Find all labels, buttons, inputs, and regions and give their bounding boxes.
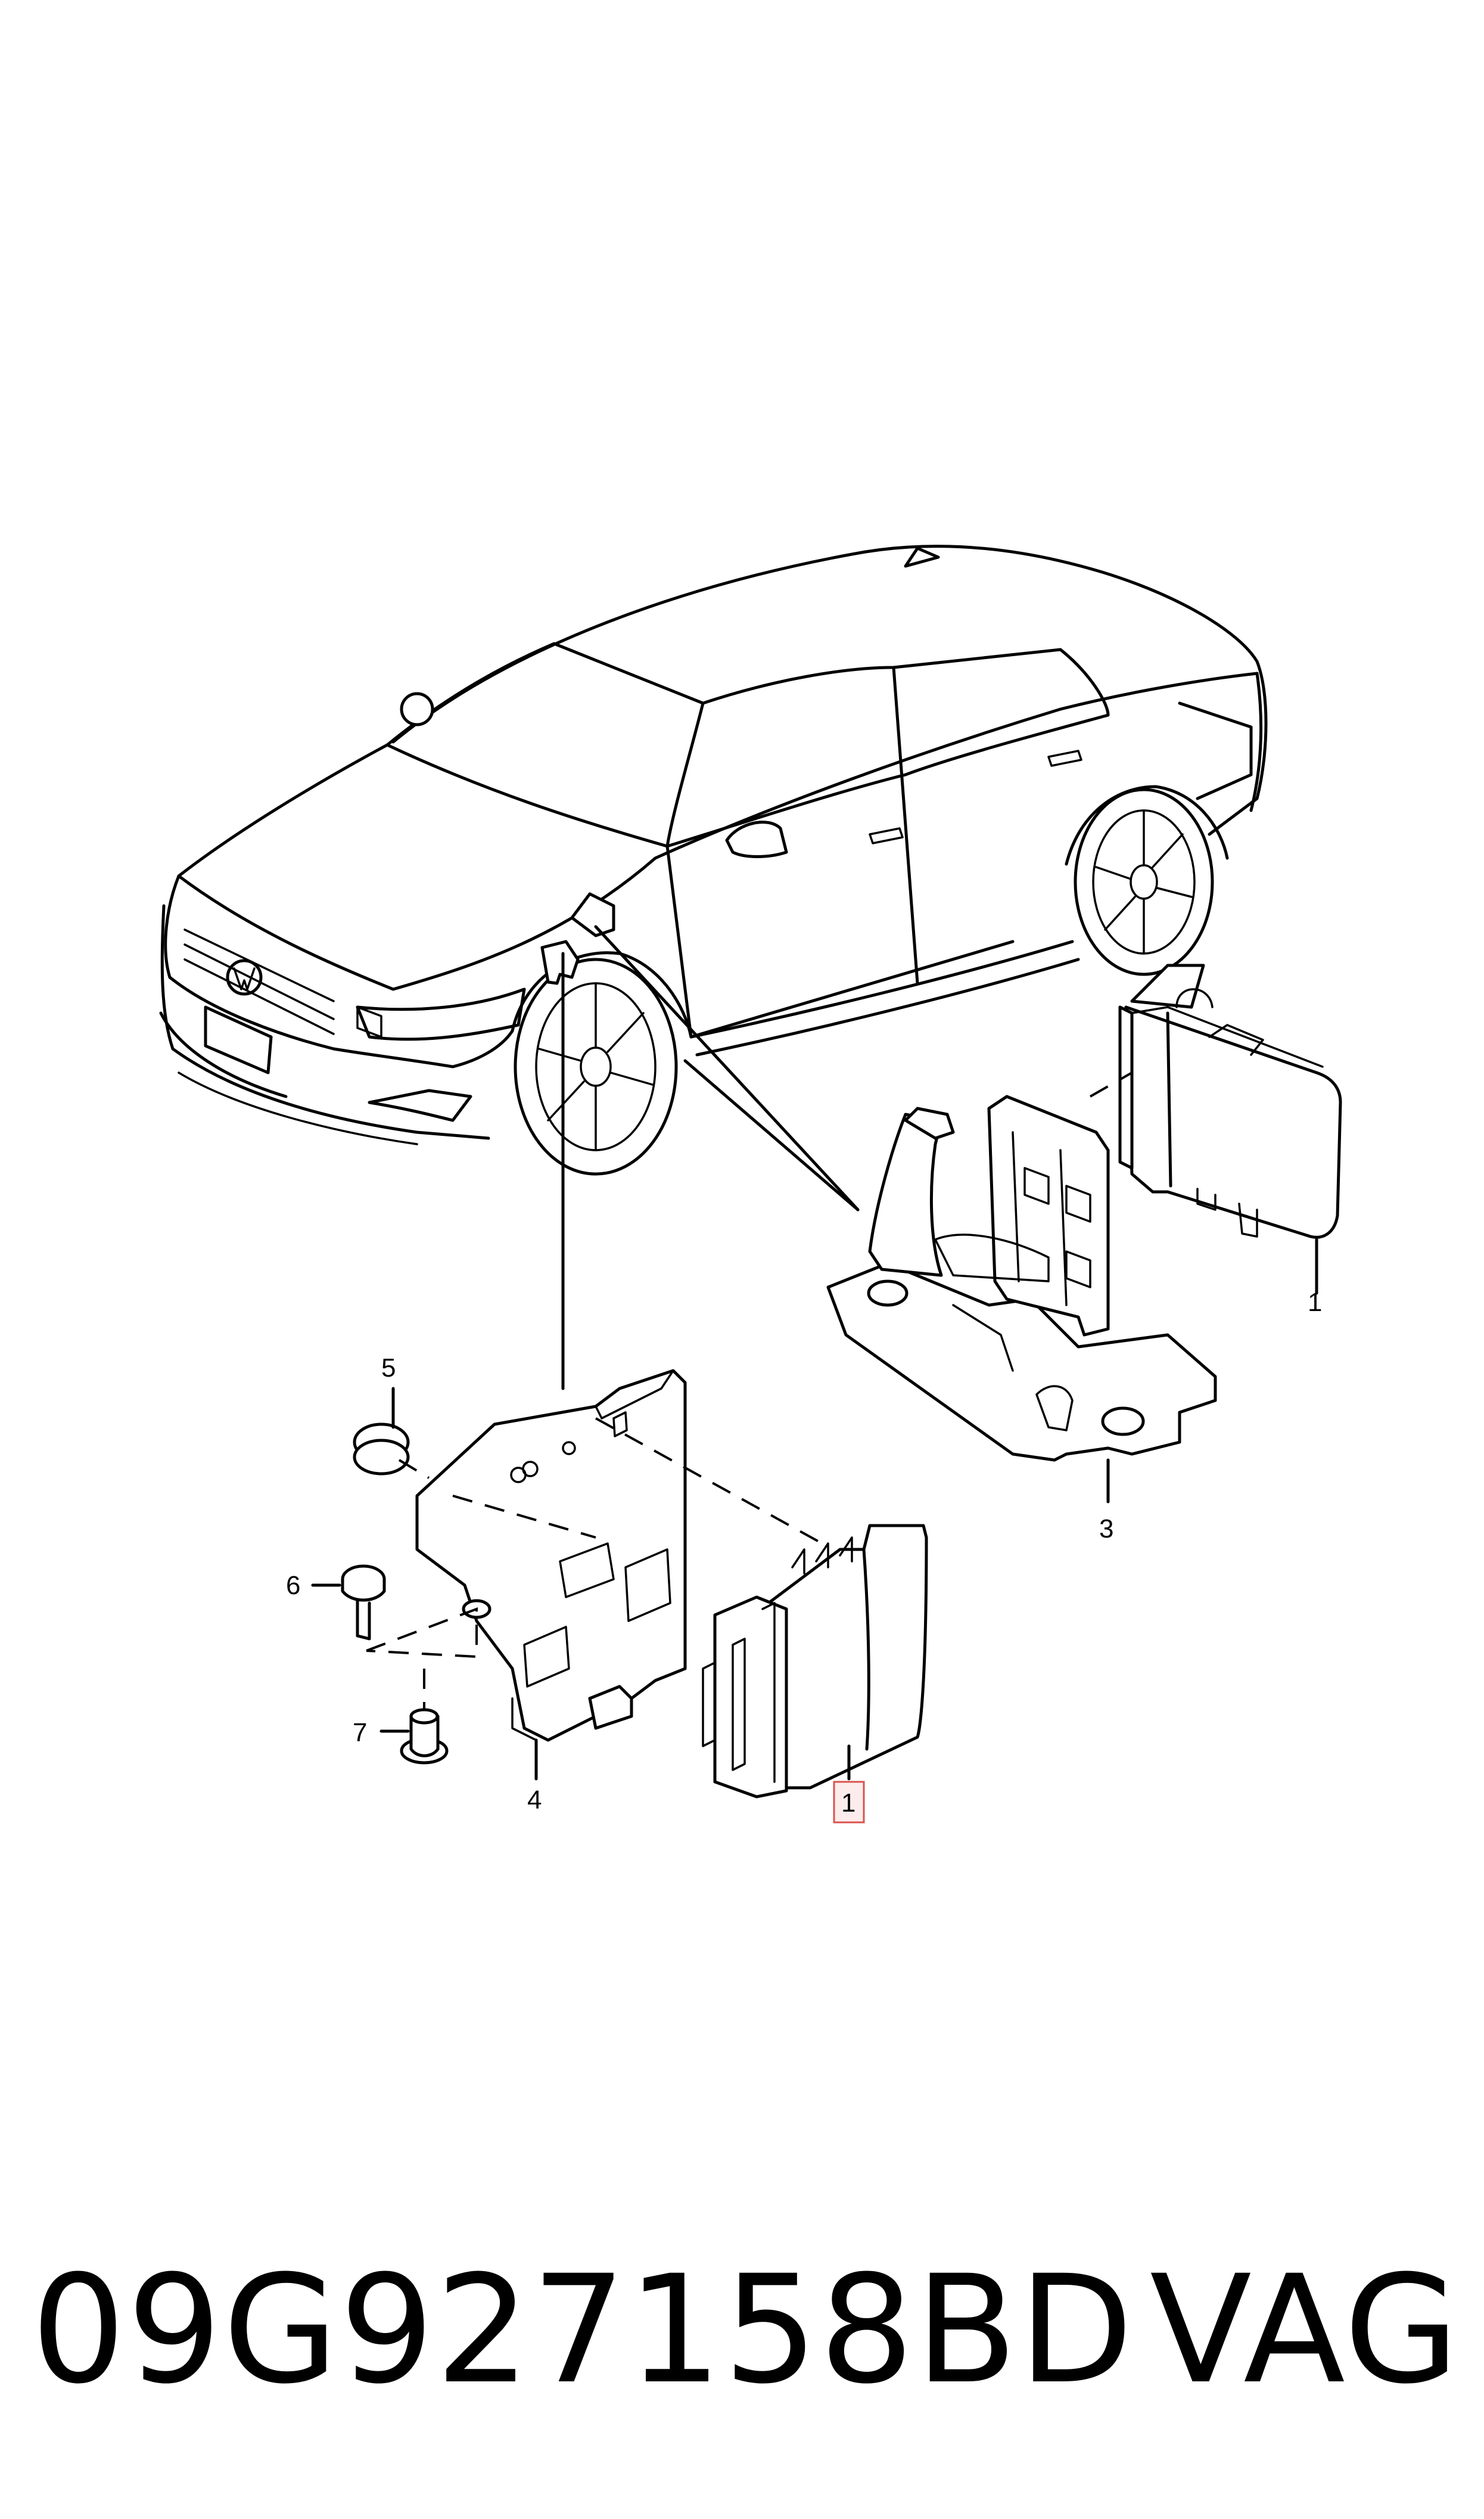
footer: 09G927158BD VAG	[0, 2241, 1484, 2419]
control-module-upper	[1118, 964, 1342, 1239]
car-illustration	[159, 545, 1268, 1176]
clip-part-5	[353, 1422, 410, 1476]
callout-4: 4	[527, 1785, 542, 1815]
screw-part-6	[341, 1564, 386, 1641]
nut-part-7	[400, 1708, 449, 1765]
control-module-lower	[702, 1524, 928, 1799]
callout-7: 7	[353, 1718, 367, 1747]
callout-1-lower-highlight[interactable]	[833, 1781, 865, 1824]
bracket-plate	[415, 1369, 687, 1742]
brand-label: VAG	[1150, 2243, 1461, 2416]
parts-diagram: 1 3 4 5	[159, 545, 1342, 1824]
car-leader-line-2	[594, 925, 860, 1212]
mounting-bracket	[826, 1095, 1217, 1462]
callout-5: 5	[381, 1353, 396, 1383]
callout-3: 3	[1099, 1514, 1113, 1543]
callout-6: 6	[286, 1571, 300, 1600]
callout-1-upper: 1	[1308, 1288, 1322, 1317]
callout-1-lower[interactable]: 1	[841, 1788, 855, 1818]
part-number: 09G927158BD	[31, 2243, 1135, 2416]
